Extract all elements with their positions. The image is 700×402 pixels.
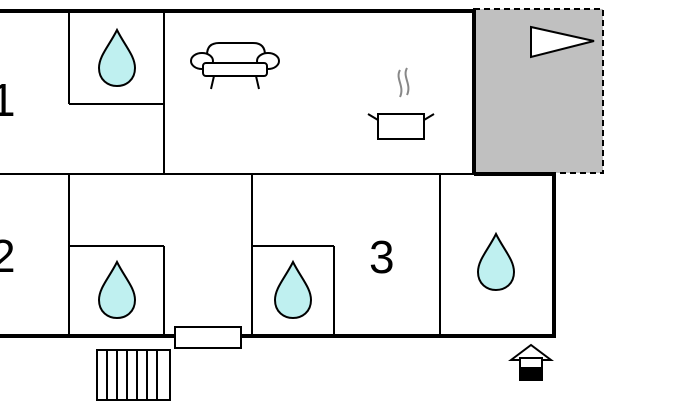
inner-walls bbox=[0, 11, 474, 336]
outer-walls bbox=[0, 9, 556, 338]
room-label-1: 1 bbox=[0, 74, 16, 126]
entrance-door bbox=[174, 326, 242, 349]
room-label-3: 3 bbox=[369, 231, 395, 283]
cooking-pot-icon bbox=[367, 67, 435, 140]
water-drop-icon bbox=[477, 233, 515, 291]
water-drop-icon bbox=[274, 261, 312, 319]
flag-icon bbox=[530, 25, 595, 59]
sofa-icon bbox=[190, 42, 280, 90]
water-drop-icon bbox=[98, 261, 136, 319]
room-label-2: 2 bbox=[0, 230, 16, 282]
water-drop-icon bbox=[98, 29, 136, 87]
entrance-house-icon bbox=[508, 343, 554, 381]
stairs-icon bbox=[96, 349, 171, 401]
